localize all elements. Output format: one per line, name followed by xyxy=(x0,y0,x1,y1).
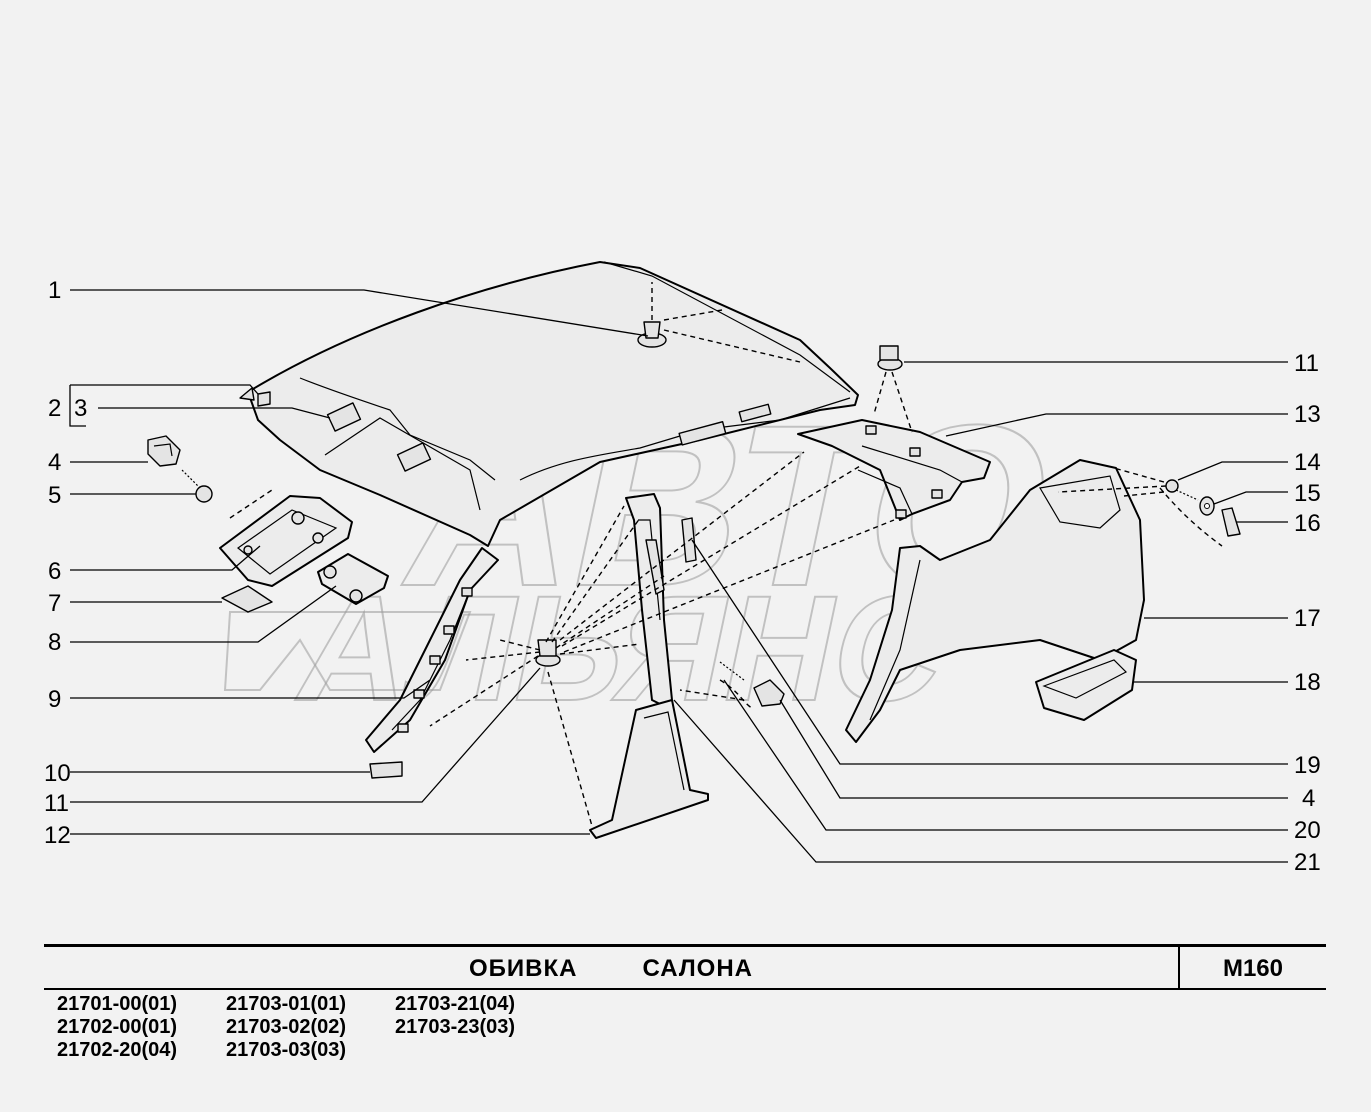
model-code: 21703-23(03) xyxy=(395,1016,516,1038)
model-code: 21702-20(04) xyxy=(57,1039,178,1061)
callout-14: 14 xyxy=(1294,449,1321,476)
model-column-1: 21701-00(01) 21702-00(01) 21702-20(04) xyxy=(57,993,177,1062)
callout-21: 21 xyxy=(1294,849,1321,876)
model-column-2: 21703-01(01) 21703-02(02) 21703-03(03) xyxy=(226,993,346,1062)
callout-12: 12 xyxy=(44,822,71,849)
title-separator xyxy=(1178,947,1180,988)
callout-10: 10 xyxy=(44,760,71,787)
leader-lines xyxy=(69,289,1288,863)
washer-part xyxy=(1199,496,1215,516)
callout-16: 16 xyxy=(1294,510,1321,537)
headliner-part xyxy=(239,261,859,547)
callouts-left: 1 2 3 4 5 6 7 8 9 10 11 12 xyxy=(44,277,87,849)
callout-18: 18 xyxy=(1294,669,1321,696)
roof-console-part xyxy=(219,495,353,587)
lamp-lens-part xyxy=(221,585,273,613)
callout-11-right: 11 xyxy=(1294,350,1319,377)
model-code: 21702-00(01) xyxy=(57,1016,178,1038)
title-block: ОБИВКА САЛОНА M160 xyxy=(44,944,1326,990)
model-column-3: 21703-21(04) 21703-23(03) xyxy=(395,993,515,1039)
trunk-box-part xyxy=(1035,649,1137,721)
right-screw-part xyxy=(719,661,745,681)
callout-3: 3 xyxy=(74,395,87,422)
drawing-title: ОБИВКА САЛОНА xyxy=(468,955,753,982)
right-clip-part xyxy=(877,345,903,371)
callout-15: 15 xyxy=(1294,480,1321,507)
front-pillar-trim-part xyxy=(365,547,499,753)
pad-part xyxy=(369,761,403,779)
model-code: 21703-21(04) xyxy=(395,993,516,1015)
lower-pillar-trim-part xyxy=(589,699,709,839)
callout-20: 20 xyxy=(1294,817,1321,844)
drawing-code: M160 xyxy=(1222,955,1284,982)
callout-17: 17 xyxy=(1294,605,1321,632)
rear-screw-part xyxy=(1165,479,1199,501)
callout-6: 6 xyxy=(48,558,61,585)
callout-4-right: 4 xyxy=(1302,785,1315,812)
rear-side-trim-part xyxy=(797,419,991,521)
screw-part xyxy=(181,469,213,503)
model-code: 21701-00(01) xyxy=(57,993,178,1015)
callout-5: 5 xyxy=(48,482,61,509)
model-code: 21703-01(01) xyxy=(226,993,347,1015)
parts-diagram: АВТО АЛЬЯНС xyxy=(44,261,1321,876)
callout-19: 19 xyxy=(1294,752,1321,779)
callout-13: 13 xyxy=(1294,401,1321,428)
assembly-arrows xyxy=(229,282,1223,827)
lamp-housing-part xyxy=(317,553,389,605)
clip-part xyxy=(535,639,561,667)
right-bracket-part xyxy=(753,679,785,707)
callout-9: 9 xyxy=(48,686,61,713)
callout-7: 7 xyxy=(48,590,61,617)
model-code: 21703-02(02) xyxy=(226,1016,347,1038)
model-code: 21703-03(03) xyxy=(226,1039,347,1061)
clip-nut-part xyxy=(1221,507,1241,537)
bracket-part xyxy=(147,435,181,467)
callout-11-left: 11 xyxy=(44,790,69,817)
headliner-clip xyxy=(637,321,667,348)
callout-1: 1 xyxy=(48,277,61,304)
callouts-right: 11 13 14 15 16 17 18 19 4 20 21 xyxy=(1294,350,1321,876)
callout-2: 2 xyxy=(48,395,61,422)
trunk-side-trim-part xyxy=(845,459,1145,743)
callout-8: 8 xyxy=(48,629,61,656)
callout-4-left: 4 xyxy=(48,449,61,476)
watermark-emblem xyxy=(223,611,472,691)
